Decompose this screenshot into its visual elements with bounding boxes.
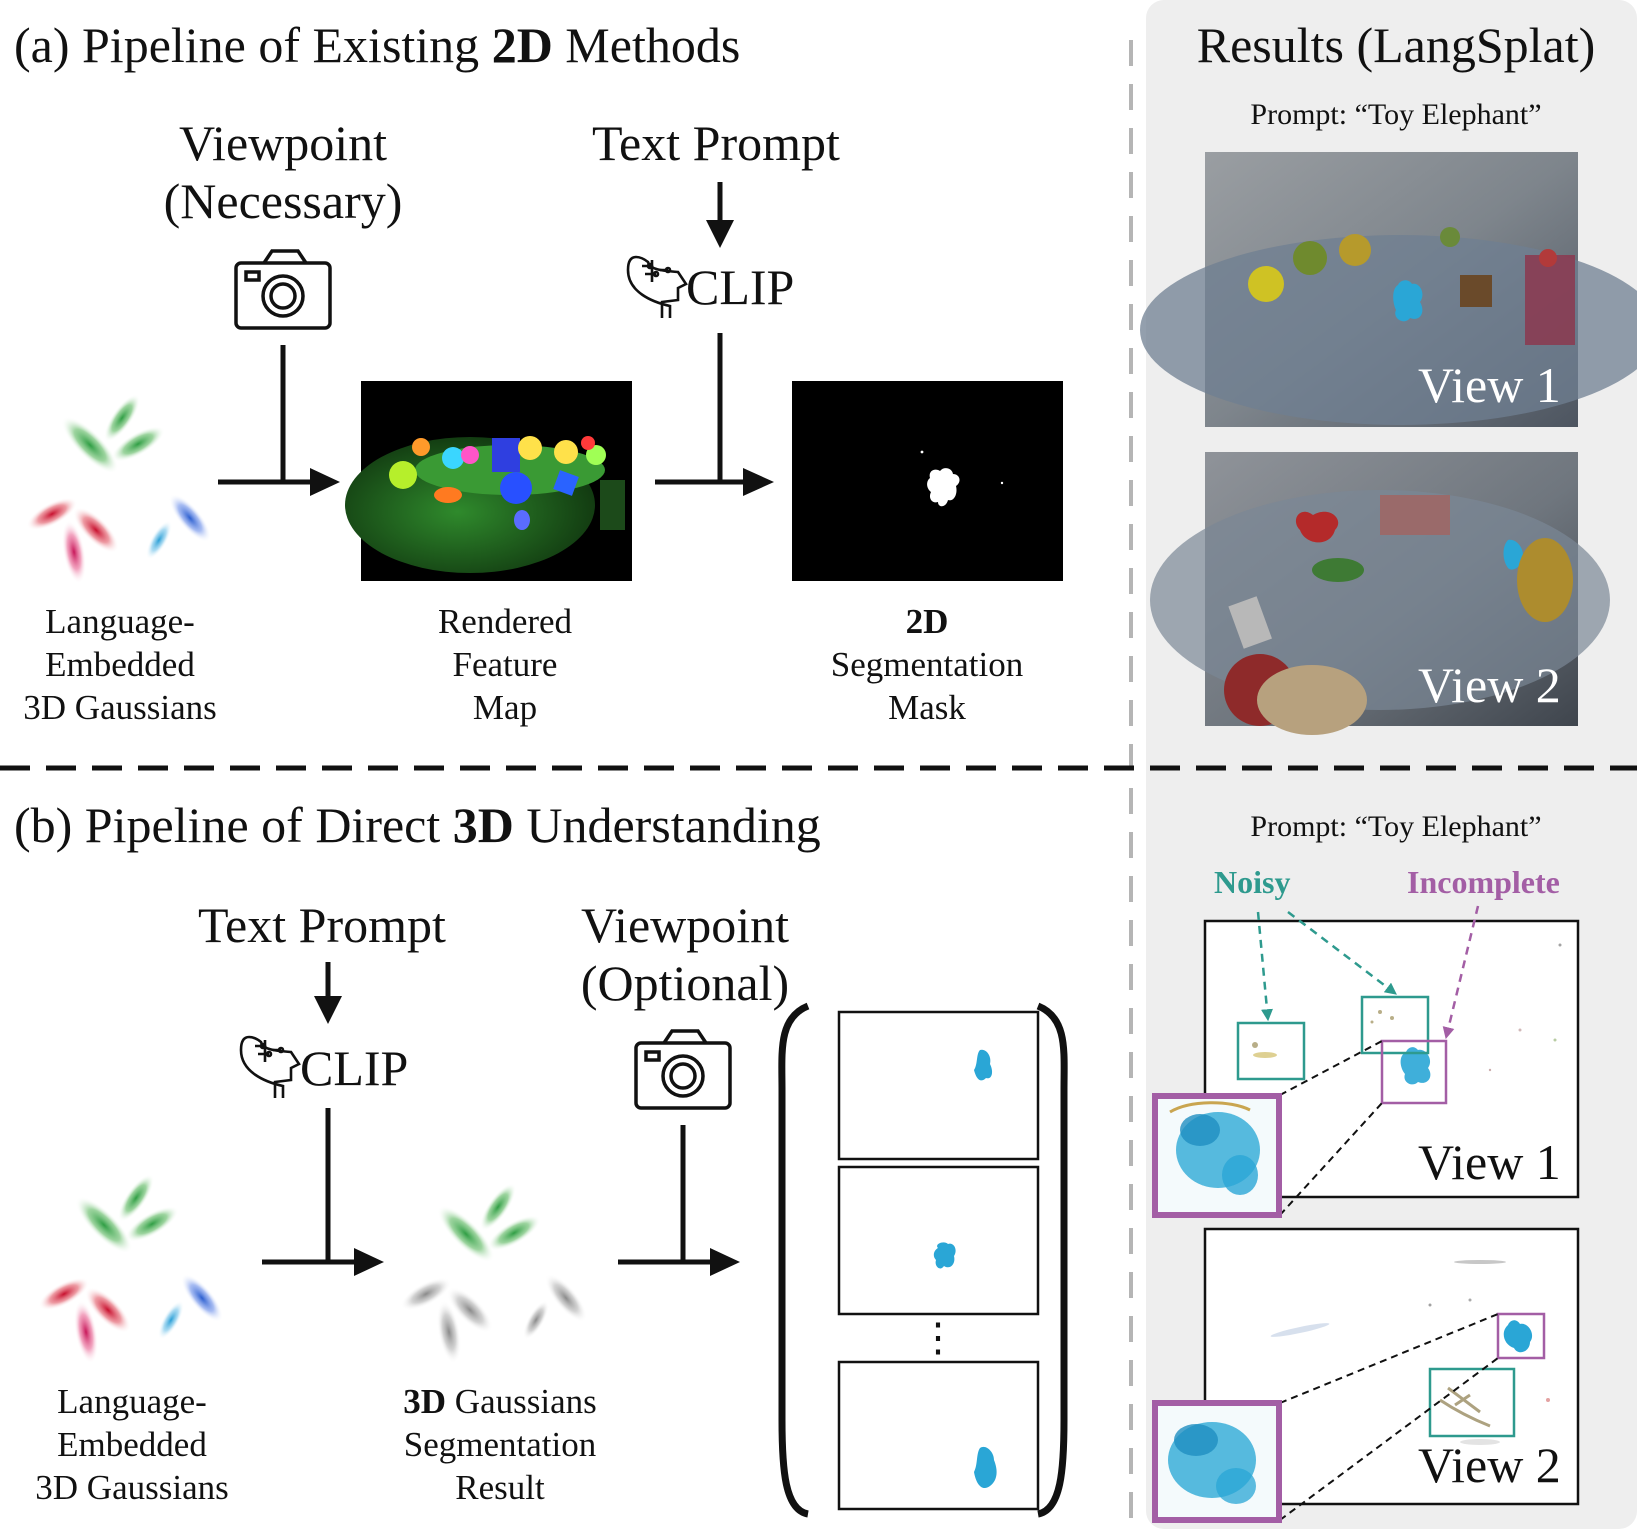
- arrow-icon: [354, 1248, 384, 1276]
- section-b-title: (b) Pipeline of Direct 3D Understanding: [14, 797, 821, 853]
- brain-head-icon: [626, 255, 688, 318]
- arrow-icon: [314, 996, 342, 1024]
- prompt-label: Prompt: “Toy Elephant”: [1250, 98, 1542, 131]
- results-title: Results (LangSplat): [1196, 17, 1596, 73]
- camera-icon: [634, 1029, 732, 1110]
- text-prompt-label: Text Prompt: [198, 897, 446, 953]
- feature-map-caption: Rendered Feature Map: [437, 602, 573, 727]
- render-frame: [837, 1165, 1040, 1316]
- camera-icon: [234, 249, 332, 330]
- segmentation-mask-image: [792, 381, 1063, 581]
- langsplat-photo-view-2: [1150, 452, 1610, 735]
- render-frame: [837, 1010, 1040, 1161]
- view-2-label: View 2: [1418, 657, 1561, 713]
- render-frame: [837, 1360, 1040, 1511]
- view-1-label: View 1: [1418, 357, 1561, 413]
- view-1-label: View 1: [1418, 1134, 1561, 1190]
- prompt-label: Prompt: “Toy Elephant”: [1250, 810, 1542, 843]
- arrow-icon: [743, 468, 774, 496]
- mask-caption: 2D Segmentation Mask: [830, 602, 1024, 727]
- zoom-inset-view-2: [1152, 1400, 1282, 1523]
- section-a-title: (a) Pipeline of Existing 2D Methods: [14, 17, 741, 73]
- clip-label: CLIP: [300, 1040, 409, 1096]
- gaussian-ellipses-icon: [26, 394, 212, 584]
- gaussians-caption: Language- Embedded 3D Gaussians: [23, 602, 217, 727]
- clip-label: CLIP: [686, 259, 795, 315]
- viewpoint-label: Viewpoint (Optional): [580, 897, 790, 1011]
- ellipsis: ⋮: [918, 1315, 958, 1360]
- arrow-icon: [706, 220, 734, 248]
- brain-head-icon: [239, 1035, 301, 1098]
- noisy-label: Noisy: [1214, 864, 1291, 900]
- arrow-icon: [218, 345, 312, 485]
- result-caption: 3D Gaussians Segmentation Result: [403, 1382, 597, 1507]
- right-bracket: [1036, 1002, 1068, 1518]
- text-prompt-label: Text Prompt: [592, 115, 840, 171]
- zoom-inset-view-1: [1152, 1093, 1282, 1218]
- gaussian-ellipses-icon: [400, 1183, 588, 1364]
- arrow-icon: [710, 1248, 740, 1276]
- view-2-label: View 2: [1418, 1437, 1561, 1493]
- feature-map-image: [345, 381, 632, 581]
- langsplat-photo-view-1: [1140, 152, 1637, 427]
- viewpoint-label: Viewpoint (Necessary): [163, 115, 403, 229]
- gaussian-ellipses-icon: [38, 1174, 224, 1364]
- incomplete-label: Incomplete: [1407, 864, 1560, 900]
- gaussians-caption: Language- Embedded 3D Gaussians: [35, 1382, 229, 1507]
- left-bracket: [778, 1002, 810, 1518]
